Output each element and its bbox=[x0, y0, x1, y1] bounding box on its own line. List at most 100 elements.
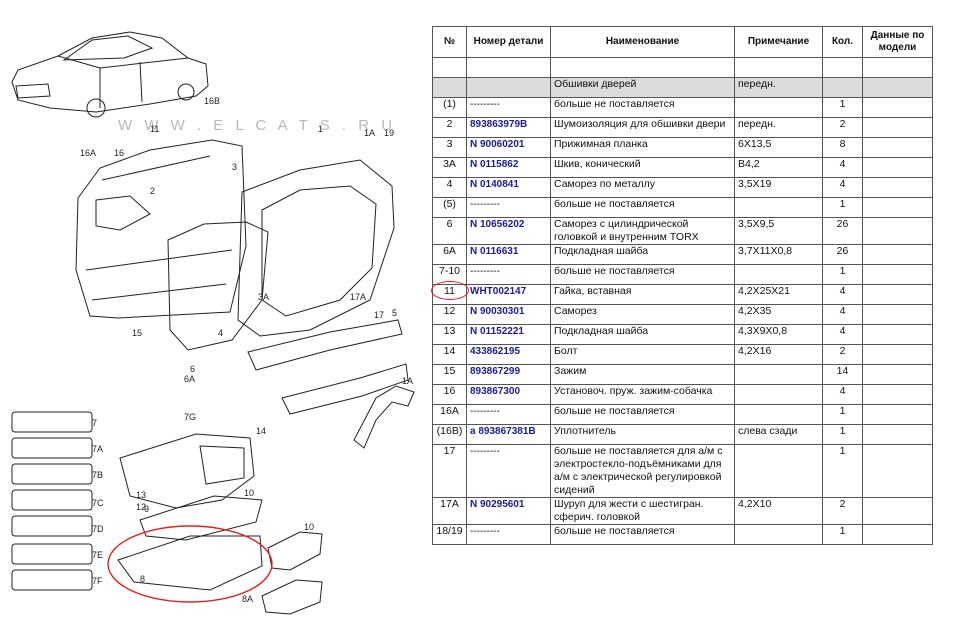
cell-no: 2 bbox=[432, 117, 467, 138]
cell-part-number: --------- bbox=[466, 444, 551, 498]
parts-table: № Номер детали Наименование Примечание К… bbox=[432, 26, 933, 545]
cell-part-number[interactable]: 893863979B bbox=[466, 117, 551, 138]
cell-name: Шкив, конический bbox=[550, 157, 735, 178]
cell-part-number[interactable]: a 893867381B bbox=[466, 424, 551, 445]
col-header-model: Данные по модели bbox=[862, 26, 933, 58]
cell-part-number: --------- bbox=[466, 264, 551, 285]
callout-label: 7E bbox=[92, 550, 103, 560]
cell-part-number[interactable]: N 90295601 bbox=[466, 497, 551, 525]
cell-part-number[interactable]: 893867299 bbox=[466, 364, 551, 385]
cell-part-number[interactable]: N 90030301 bbox=[466, 304, 551, 325]
callout-label: 7C bbox=[92, 498, 104, 508]
table-row: 17---------больше не поставляется для а/… bbox=[432, 444, 933, 498]
callout-label: 1A bbox=[402, 376, 413, 386]
cell-qty: 1 bbox=[822, 424, 863, 445]
cell-model bbox=[862, 217, 933, 245]
callout-label: 8A bbox=[242, 594, 253, 604]
cell-note bbox=[734, 524, 823, 545]
cell-note bbox=[734, 444, 823, 498]
cell-model bbox=[862, 177, 933, 198]
cell-note: 4,2X25X21 bbox=[734, 284, 823, 305]
cell-note: 4,2X10 bbox=[734, 497, 823, 525]
cell-part-number[interactable]: N 0115862 bbox=[466, 157, 551, 178]
cell-qty bbox=[822, 77, 863, 98]
callout-label: 17 bbox=[374, 310, 384, 320]
cell-qty: 4 bbox=[822, 324, 863, 345]
cell-qty bbox=[822, 57, 863, 78]
cell-model bbox=[862, 97, 933, 118]
cell-note bbox=[734, 364, 823, 385]
watermark: W W W . E L C A T S . R U bbox=[118, 117, 396, 134]
callout-label: 16A bbox=[80, 148, 96, 158]
callout-label: 19 bbox=[384, 128, 394, 138]
cell-no: 12 bbox=[432, 304, 467, 325]
cell-name: Гайка, вставная bbox=[550, 284, 735, 305]
highlight-circle bbox=[107, 525, 273, 603]
cell-part-number: --------- bbox=[466, 524, 551, 545]
cell-model bbox=[862, 324, 933, 345]
callout-label: 7D bbox=[92, 524, 104, 534]
cell-part-number: --------- bbox=[466, 97, 551, 118]
cell-name: Шумоизоляция для обшивки двери bbox=[550, 117, 735, 138]
cell-part-number[interactable]: N 10656202 bbox=[466, 217, 551, 245]
cell-part-number[interactable]: 433862195 bbox=[466, 344, 551, 365]
cell-name: Саморез bbox=[550, 304, 735, 325]
cell-model bbox=[862, 384, 933, 405]
cell-qty: 4 bbox=[822, 384, 863, 405]
callout-label: 10 bbox=[304, 522, 314, 532]
cell-no: 13 bbox=[432, 324, 467, 345]
cell-name: больше не поставляется bbox=[550, 197, 735, 218]
callout-label: 11 bbox=[150, 124, 159, 134]
callout-label: 4 bbox=[218, 328, 223, 338]
cell-no: 6 bbox=[432, 217, 467, 245]
cell-note: 6X13,5 bbox=[734, 137, 823, 158]
cell-part-number[interactable]: 893867300 bbox=[466, 384, 551, 405]
callout-label: 5 bbox=[392, 308, 397, 318]
cell-name: больше не поставляется для а/м с электро… bbox=[550, 444, 735, 498]
cell-model bbox=[862, 284, 933, 305]
cell-note: 3,5X19 bbox=[734, 177, 823, 198]
cell-part-number[interactable]: WHT002147 bbox=[466, 284, 551, 305]
cell-note: B4,2 bbox=[734, 157, 823, 178]
cell-no: 16 bbox=[432, 384, 467, 405]
cell-no: 18/19 bbox=[432, 524, 467, 545]
cell-note: передн. bbox=[734, 77, 823, 98]
callout-label: 14 bbox=[256, 426, 266, 436]
cell-name: Уплотнитель bbox=[550, 424, 735, 445]
cell-no: 15 bbox=[432, 364, 467, 385]
cell-no: (5) bbox=[432, 197, 467, 218]
callout-label: 7B bbox=[92, 470, 103, 480]
cell-model bbox=[862, 364, 933, 385]
callout-label: 7G bbox=[184, 412, 196, 422]
callout-label: 13 bbox=[136, 490, 146, 500]
callout-label: 6A bbox=[184, 374, 195, 384]
col-header-name: Наименование bbox=[550, 26, 735, 58]
cell-note: 4,3X9X0,8 bbox=[734, 324, 823, 345]
switch-plates bbox=[11, 411, 93, 591]
cell-note bbox=[734, 404, 823, 425]
cell-note: 4,2X16 bbox=[734, 344, 823, 365]
cell-model bbox=[862, 344, 933, 365]
cell-no: (16B) bbox=[432, 424, 467, 445]
cell-part-number[interactable]: N 90060201 bbox=[466, 137, 551, 158]
door-trim-panel bbox=[75, 139, 247, 319]
callout-label: 2 bbox=[150, 186, 155, 196]
cell-qty: 4 bbox=[822, 284, 863, 305]
callout-label: 16 bbox=[114, 148, 124, 158]
cell-model bbox=[862, 264, 933, 285]
cell-name: Обшивки дверей bbox=[550, 77, 735, 98]
cell-name: Прижимная планка bbox=[550, 137, 735, 158]
cell-qty: 2 bbox=[822, 497, 863, 525]
cell-part-number[interactable]: N 0116631 bbox=[466, 244, 551, 265]
cell-part-number[interactable]: N 01152221 bbox=[466, 324, 551, 345]
cell-qty: 1 bbox=[822, 524, 863, 545]
cell-part-number[interactable]: N 0140841 bbox=[466, 177, 551, 198]
cell-model bbox=[862, 424, 933, 445]
cell-note bbox=[734, 384, 823, 405]
